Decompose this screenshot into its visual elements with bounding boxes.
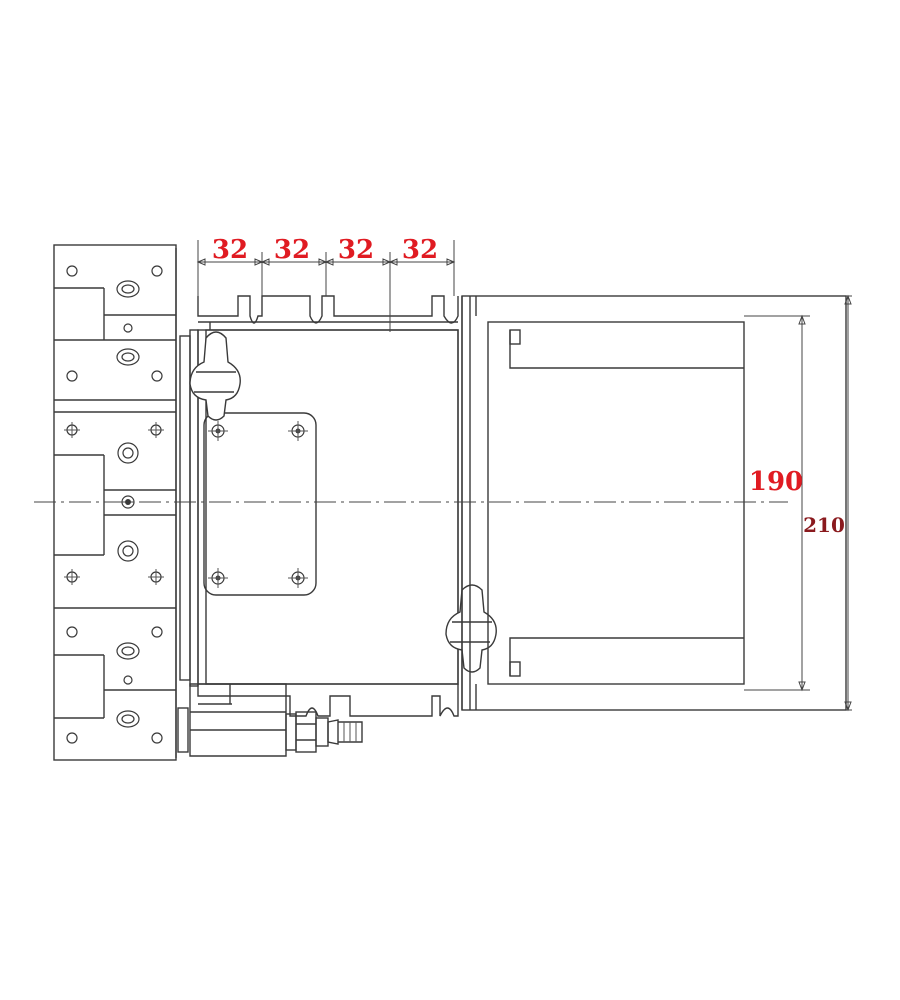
bracket-bottom-block bbox=[54, 626, 176, 744]
hose-fitting bbox=[177, 683, 363, 757]
pitch-dimension-3: 32 bbox=[338, 235, 374, 265]
pitch-dimension-4: 32 bbox=[402, 235, 438, 265]
pitch-dimension-2: 32 bbox=[274, 235, 310, 265]
cover-plate-screws bbox=[208, 421, 308, 588]
lower-clamp-handle bbox=[445, 584, 497, 673]
height-dimension-lines bbox=[744, 294, 852, 712]
bracket-middle-block bbox=[54, 411, 176, 609]
pitch-dimension-lines bbox=[196, 240, 456, 332]
inner-height-dimension: 190 bbox=[749, 467, 803, 497]
pitch-dimension-1: 32 bbox=[212, 235, 248, 265]
bracket-top-block bbox=[54, 265, 176, 401]
right-chamber bbox=[461, 295, 847, 711]
main-housing bbox=[189, 295, 497, 717]
left-bracket-assembly bbox=[53, 244, 199, 761]
upper-clamp-handle bbox=[189, 331, 241, 421]
outer-height-dimension: 210 bbox=[803, 513, 845, 537]
